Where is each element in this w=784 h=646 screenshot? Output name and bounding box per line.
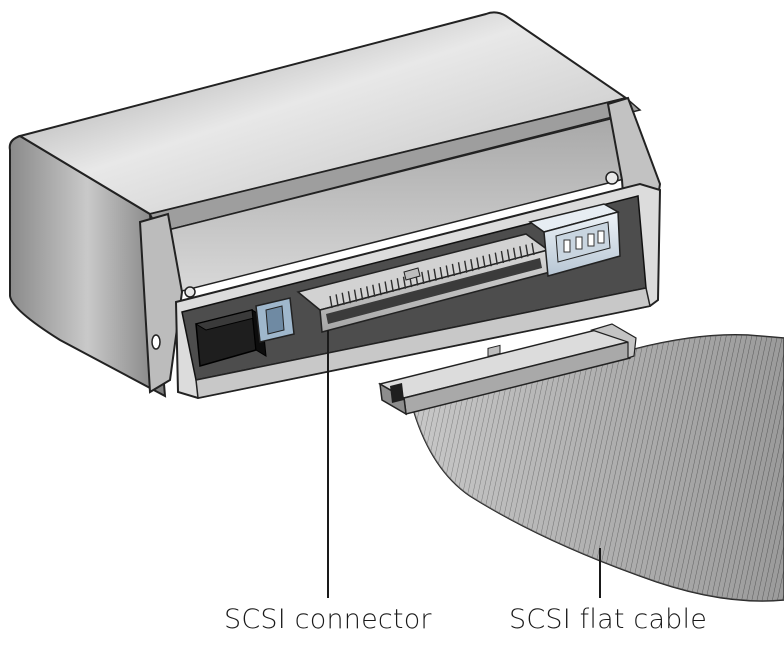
- connector-pin: [372, 284, 376, 297]
- connector-pin: [451, 263, 456, 277]
- connector-pin: [464, 260, 468, 273]
- connector-pin: [506, 249, 511, 262]
- connector-pin: [488, 254, 492, 267]
- connector-pin: [427, 270, 431, 283]
- screw: [184, 286, 196, 298]
- connector-pin: [341, 292, 345, 305]
- connector-pin: [500, 250, 505, 264]
- connector-pin: [421, 271, 425, 285]
- jumper-header-block: [194, 309, 267, 367]
- connector-pin: [396, 278, 400, 291]
- connector-pin: [384, 281, 388, 294]
- cable-connector-plug: [378, 323, 637, 416]
- connector-pin: [347, 291, 352, 304]
- connector-pin: [402, 276, 407, 289]
- connector-pin: [366, 286, 370, 299]
- connector-pin: [525, 244, 529, 257]
- connector-pin: [512, 247, 517, 260]
- connector-pin: [439, 266, 443, 280]
- connector-pin: [457, 262, 462, 275]
- scsi-flat-cable: [378, 323, 784, 602]
- label-scsi-flat-cable: SCSI flat cable: [509, 604, 708, 635]
- connector-pin: [494, 252, 498, 265]
- housing-lower-lip: [195, 287, 651, 399]
- jumper-blue: [255, 297, 295, 343]
- connector-pin: [378, 283, 382, 296]
- connector-pin: [482, 255, 486, 268]
- scsi-connector-drive: [296, 233, 551, 333]
- connector-pin: [353, 289, 358, 302]
- power-connector: [528, 203, 621, 277]
- connector-pin: [519, 246, 523, 259]
- label-scsi-connector: SCSI connector: [224, 604, 432, 635]
- connector-pin: [531, 242, 535, 256]
- connector-pin: [433, 268, 437, 281]
- connector-pin: [329, 295, 333, 309]
- connector-pin: [445, 265, 449, 278]
- connector-pin: [476, 257, 480, 270]
- connector-pin: [335, 294, 339, 307]
- mounting-hole: [151, 334, 161, 350]
- rear-connectors: [194, 203, 621, 367]
- connector-pin: [390, 279, 394, 293]
- connector-pin: [470, 258, 474, 272]
- housing-left-side: [8, 134, 167, 398]
- screw: [605, 171, 619, 185]
- connector-pin: [359, 287, 364, 301]
- housing-top: [17, 11, 629, 216]
